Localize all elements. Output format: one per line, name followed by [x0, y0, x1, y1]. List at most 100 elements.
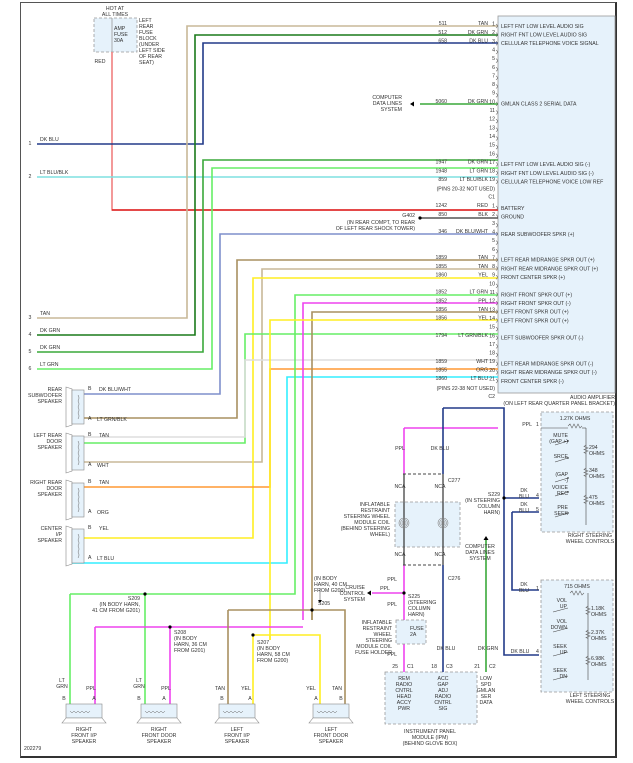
label-line: RIGHT REAR MIDRANGE SPKR OUT (-): [501, 370, 597, 376]
pin-number: 20: [489, 368, 495, 374]
label-line: SIG: [439, 706, 448, 712]
terminal-icon: [495, 318, 498, 323]
circuit-number: 1947: [435, 160, 447, 166]
label-line: HARN): [484, 510, 501, 516]
label-line: VOL: [557, 619, 567, 625]
wire-color: ORG: [476, 368, 488, 374]
label-line: LT GRN: [40, 362, 59, 368]
label-line: LEFT SUBWOOFER SPKR OUT (-): [501, 336, 584, 342]
label-line: 8: [492, 82, 495, 88]
label-line: OHMS: [589, 501, 605, 507]
terminal-icon: [495, 266, 498, 271]
terminal-icon: [495, 231, 498, 237]
speaker-pin: A: [314, 696, 318, 702]
terminal-icon: [495, 136, 498, 141]
label-line: LEFT SIDE: [139, 48, 166, 54]
pin-number: 12: [489, 299, 495, 305]
terminal-icon: [495, 162, 498, 167]
label-line: FRONT CENTER SPKR (-): [501, 379, 564, 385]
connector-label: C1: [488, 195, 495, 201]
pin-number: 14: [489, 316, 495, 322]
switch-contact-icon: [567, 457, 569, 459]
terminal-icon: [495, 23, 498, 29]
terminal-icon: [495, 67, 498, 72]
label-line: 5060: [435, 99, 447, 105]
label-line: C2: [488, 394, 495, 400]
pin-signal: GROUND: [501, 214, 524, 220]
pin-number: 11: [490, 290, 495, 296]
label-line: FRONT I/P: [224, 733, 250, 739]
label-line: LEFT FRONT SPKR OUT (+): [501, 318, 569, 324]
label-line: ADJ: [438, 688, 448, 694]
pin-number: 4: [492, 229, 495, 235]
wire-c1-3: [37, 42, 498, 145]
ground-point: [418, 216, 422, 220]
label-line: 1.27K OHMS: [560, 416, 591, 422]
pin-number: 5: [492, 56, 495, 62]
label-line: 1794: [435, 333, 447, 339]
left-terminal-wire-color: DK GRN: [40, 328, 60, 334]
pin-b: B: [88, 525, 92, 531]
speaker-coil-icon: [222, 710, 244, 713]
label-line: 3: [29, 315, 32, 321]
label-line: 20: [489, 368, 495, 374]
wire-color: LT BLU: [471, 376, 488, 382]
label-line: 2: [492, 212, 495, 218]
label-line: 3: [492, 39, 495, 45]
label-line: 859: [438, 177, 447, 183]
label-line: 11: [490, 108, 495, 114]
label-line: FUSE: [139, 30, 153, 36]
label-line: HOT AT: [106, 6, 125, 12]
terminal-icon: [495, 205, 498, 211]
pins-note: (PINS 22-38 NOT USED): [437, 386, 496, 392]
label-line: DK BLU: [511, 649, 530, 655]
arrow-icon: [410, 101, 414, 107]
label-line: SPD: [481, 682, 492, 688]
label-line: 1860: [435, 272, 447, 278]
label-line: 14: [489, 134, 495, 140]
label-line: WHEEL: [374, 632, 393, 638]
label-line: 4: [536, 649, 539, 655]
circuit-number: 1856: [435, 307, 447, 313]
label-line: INFLATABLE: [362, 620, 393, 626]
circuit-number: 1855: [435, 264, 447, 270]
label-line: 4: [29, 332, 32, 338]
label-line: YEL: [99, 526, 109, 532]
label-line: LT BLU: [471, 376, 488, 382]
label-line: SYSTEM: [344, 597, 365, 603]
speaker-coil-icon: [69, 710, 91, 713]
label-line: 21: [489, 377, 495, 383]
nca-label: NCA: [435, 484, 446, 490]
label-line: A: [88, 555, 92, 561]
splice-s209: [143, 592, 147, 596]
label-line: RIGHT STEERING: [568, 533, 612, 539]
splice-s208: [168, 625, 172, 629]
label-line: A: [88, 509, 92, 515]
label-line: VOICE: [552, 485, 569, 491]
terminal-icon: [495, 214, 498, 219]
wire-c2-7-tan: [70, 259, 498, 419]
clockspring-icon: [402, 521, 406, 525]
label-line: RESTRAINT: [363, 626, 393, 632]
label-line: 512: [438, 30, 447, 36]
label-line: REAR: [139, 24, 154, 30]
label-line: LEFT: [231, 727, 245, 733]
speaker-pin: B: [62, 696, 66, 702]
circuit-number: 1794: [435, 333, 447, 339]
label-line: (IN REAR COMPT, TO REAR: [347, 220, 415, 226]
label-line: 25: [392, 664, 398, 670]
terminal-icon: [495, 179, 498, 184]
terminal-icon: [495, 257, 498, 263]
label-line: TAN: [478, 264, 488, 270]
label-line: MODULE COIL: [354, 520, 390, 526]
connector-label: C2: [488, 394, 495, 400]
label-line: 15: [489, 143, 495, 149]
switch-label: (GAP-): [555, 472, 568, 484]
